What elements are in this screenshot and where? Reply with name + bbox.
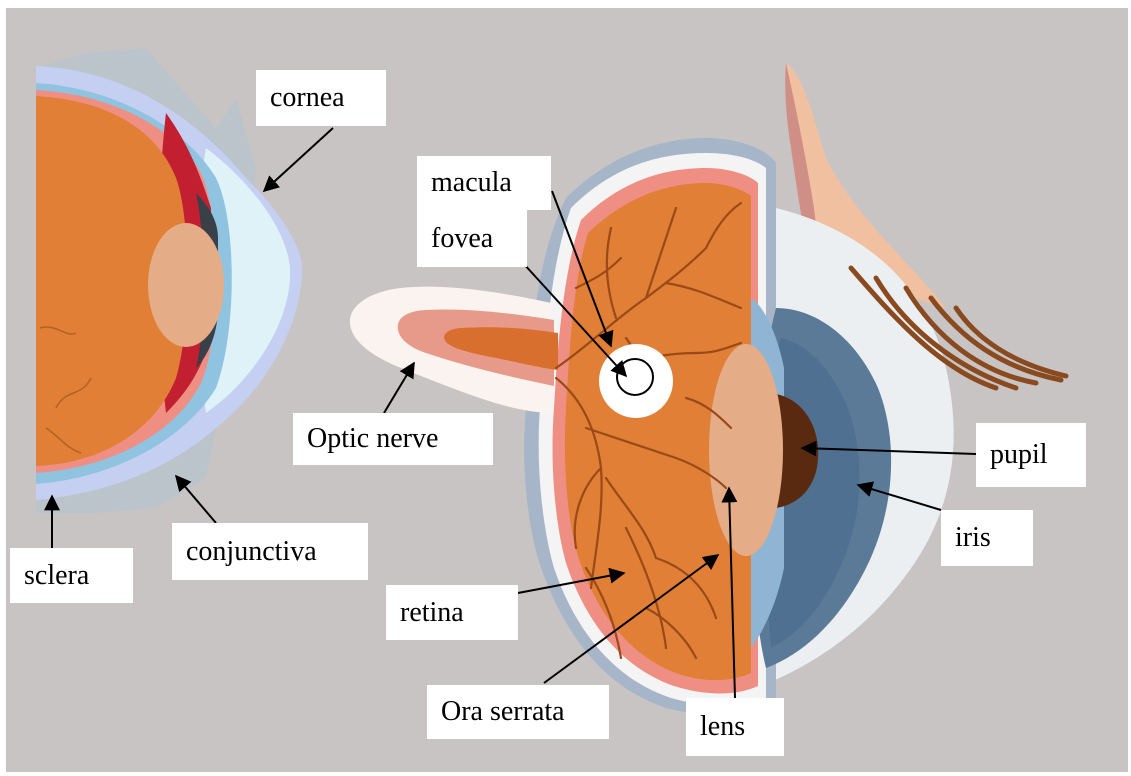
label-conjunctiva: conjunctiva <box>172 523 368 580</box>
label-sclera-text: sclera <box>24 562 89 590</box>
lens-shape-front <box>148 223 224 347</box>
label-lens-text: lens <box>700 713 745 741</box>
label-macula: macula <box>417 156 551 210</box>
label-ora-serrata: Ora serrata <box>427 685 609 739</box>
label-iris-text: iris <box>955 524 991 552</box>
label-ora-serrata-text: Ora serrata <box>441 698 565 726</box>
label-iris: iris <box>941 510 1033 566</box>
label-fovea-text: fovea <box>431 225 493 253</box>
label-cornea: cornea <box>256 70 386 126</box>
label-retina-text: retina <box>400 599 464 627</box>
label-optic-nerve-text: Optic nerve <box>307 425 438 453</box>
label-pupil: pupil <box>976 423 1086 487</box>
lens-shape <box>709 344 783 556</box>
label-retina: retina <box>386 585 518 640</box>
diagram-canvas: cornea macula fovea Optic nerve pupil ir… <box>6 8 1128 772</box>
macula-spot <box>599 344 673 418</box>
label-macula-text: macula <box>431 169 512 197</box>
label-fovea: fovea <box>417 210 527 267</box>
label-cornea-text: cornea <box>270 84 345 112</box>
eye-anatomy-illustration <box>6 8 1128 772</box>
label-sclera: sclera <box>10 548 133 603</box>
label-lens: lens <box>686 698 784 756</box>
label-pupil-text: pupil <box>990 441 1048 469</box>
label-optic-nerve: Optic nerve <box>293 413 493 465</box>
label-conjunctiva-text: conjunctiva <box>186 538 317 566</box>
